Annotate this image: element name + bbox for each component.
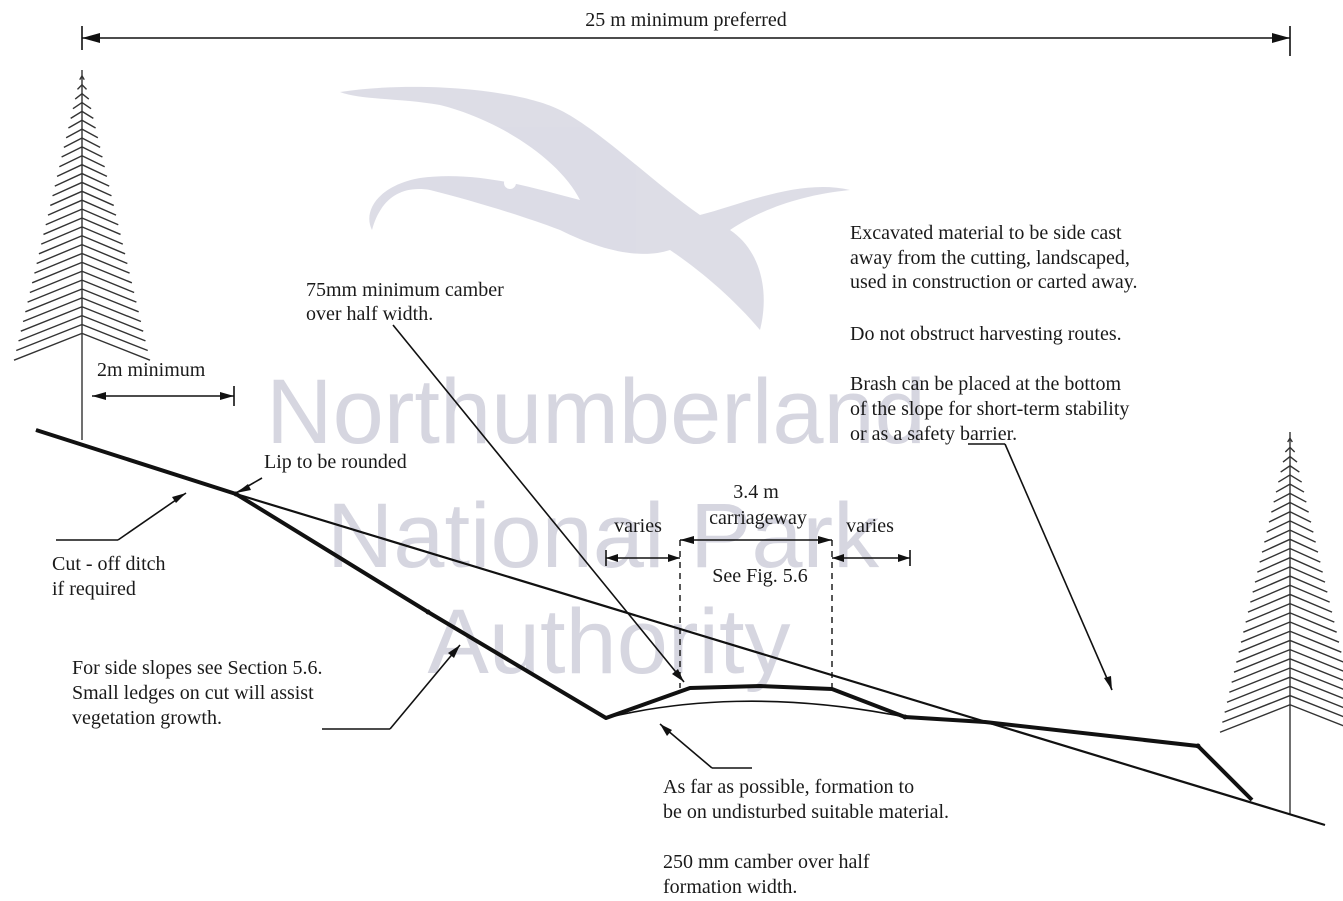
carriageway-label: carriageway — [709, 507, 807, 529]
carriageway-width-label: 3.4 m — [733, 481, 779, 503]
leader-lines — [56, 324, 1113, 769]
note-camber-bottom: 250 mm camber over half formation width. — [663, 851, 870, 898]
note-ditch: Cut - off ditch if required — [52, 553, 166, 600]
note-side-slopes: For side slopes see Section 5.6. Small l… — [72, 657, 323, 729]
note-brash-line-3: or as a safety barrier. — [850, 423, 1017, 445]
note-camber-top-line-1: 75mm minimum camber — [306, 279, 504, 301]
note-excavated-line-3: used in construction or carted away. — [850, 271, 1138, 293]
note-lip: Lip to be rounded — [264, 451, 407, 473]
formation-base-line — [605, 700, 906, 719]
note-excavated: Excavated material to be side cast away … — [850, 222, 1138, 293]
overall-width-dimension: 25 m minimum preferred — [81, 9, 1291, 56]
note-formation: As far as possible, formation to be on u… — [663, 776, 949, 823]
offset-label: 2m minimum — [97, 359, 206, 381]
left-tree — [13, 70, 151, 440]
note-side-slopes-line-2: Small ledges on cut will assist — [72, 682, 314, 704]
note-brash-line-1: Brash can be placed at the bottom — [850, 373, 1121, 395]
note-camber-top-line-2: over half width. — [306, 303, 433, 325]
note-brash: Brash can be placed at the bottom of the… — [850, 373, 1129, 445]
note-ditch-line-2: if required — [52, 578, 136, 600]
note-camber-top: 75mm minimum camber over half width. — [306, 279, 504, 325]
note-formation-line-2: be on undisturbed suitable material. — [663, 801, 949, 823]
see-fig-label: See Fig. 5.6 — [712, 565, 808, 587]
watermark-line-1: Northumberland — [266, 361, 926, 463]
note-formation-line-1: As far as possible, formation to — [663, 776, 914, 798]
right-tree — [1219, 432, 1343, 815]
conifer-tree-icon — [1219, 432, 1343, 815]
note-side-slopes-line-1: For side slopes see Section 5.6. — [72, 657, 323, 679]
note-excavated-line-1: Excavated material to be side cast — [850, 222, 1122, 244]
varies-left-dimension: varies — [605, 515, 680, 566]
offset-dimension: 2m minimum — [92, 359, 235, 406]
bird-logo-icon — [340, 86, 850, 330]
varies-right-label: varies — [846, 515, 894, 537]
overall-width-label: 25 m minimum preferred — [585, 9, 787, 31]
note-ditch-line-1: Cut - off ditch — [52, 553, 166, 575]
note-harvesting: Do not obstruct harvesting routes. — [850, 323, 1122, 345]
note-camber-bottom-line-2: formation width. — [663, 876, 797, 898]
note-excavated-line-2: away from the cutting, landscaped, — [850, 247, 1130, 269]
note-brash-line-2: of the slope for short-term stability — [850, 398, 1129, 420]
cut-slope-and-formation — [35, 428, 1254, 802]
note-camber-bottom-line-1: 250 mm camber over half — [663, 851, 870, 873]
conifer-tree-icon — [13, 70, 151, 440]
watermark-line-2: National Park — [327, 485, 880, 587]
varies-left-label: varies — [614, 515, 662, 537]
watermark: Northumberland National Park Authority — [266, 86, 926, 693]
carriageway-dimension: 3.4 m carriageway See Fig. 5.6 — [680, 481, 832, 587]
note-side-slopes-line-3: vegetation growth. — [72, 707, 222, 729]
varies-right-dimension: varies — [832, 515, 911, 566]
